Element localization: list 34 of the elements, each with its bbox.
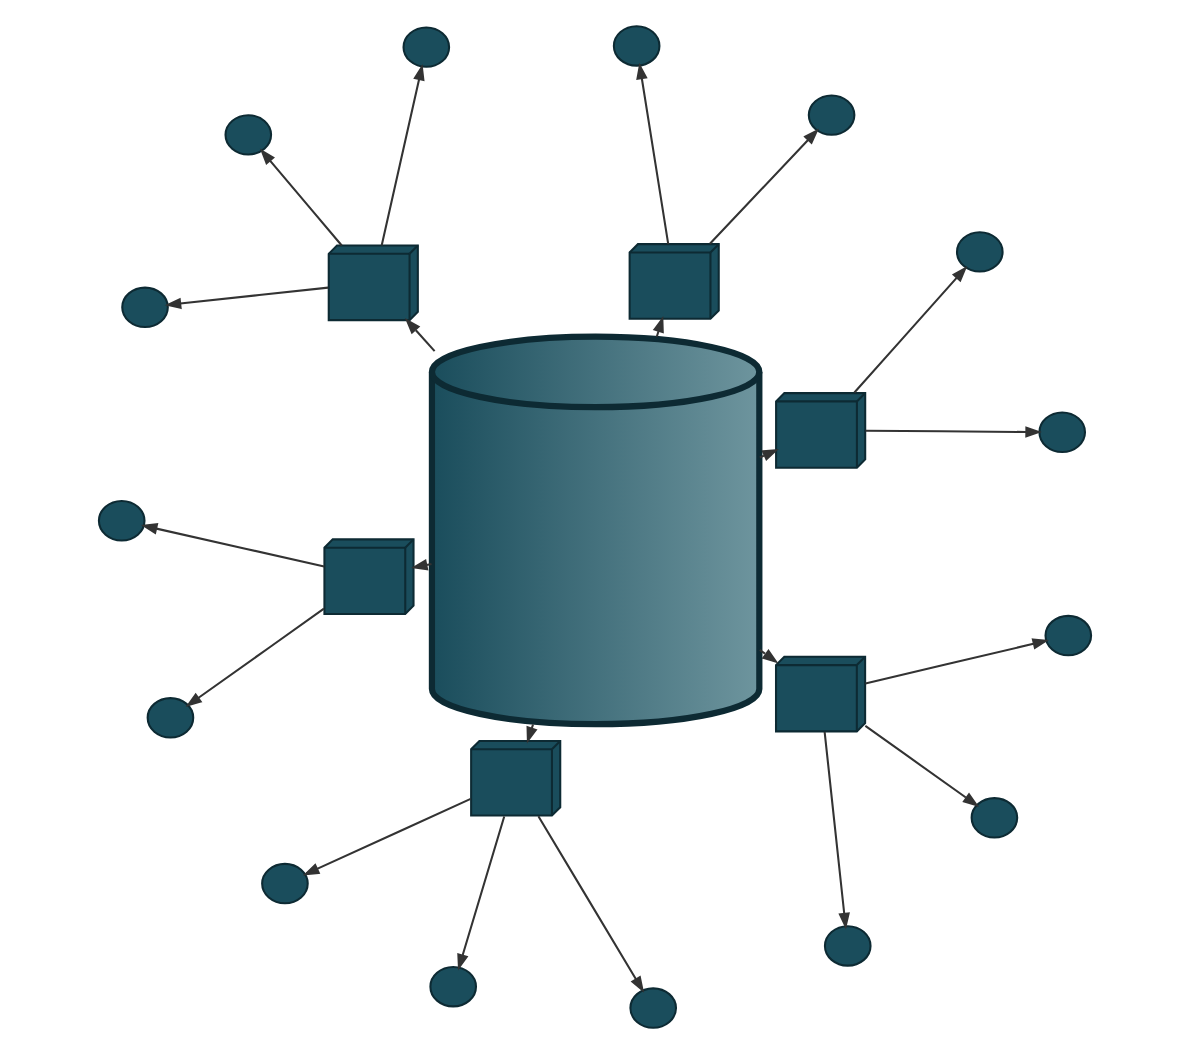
node-circle — [224, 113, 273, 155]
arrow — [853, 264, 968, 393]
arrow — [759, 648, 779, 663]
arrow — [302, 796, 472, 875]
node-circle — [955, 230, 1004, 272]
arrow — [636, 61, 670, 244]
node-circle — [146, 696, 195, 738]
arrow — [865, 637, 1050, 684]
arrow — [404, 317, 436, 351]
arrow — [865, 425, 1042, 437]
arrow — [411, 558, 432, 570]
node-circle — [629, 986, 678, 1028]
node-circle — [261, 861, 309, 904]
arrow — [164, 285, 329, 309]
node-circle — [97, 499, 146, 541]
arrow — [864, 724, 980, 806]
arrow — [140, 522, 325, 567]
arrow — [537, 814, 645, 992]
arrow — [759, 448, 779, 461]
node-circle — [121, 285, 169, 327]
node-circle — [807, 93, 856, 135]
node-circle — [402, 25, 451, 67]
node-circle — [1044, 613, 1093, 656]
node-circle — [429, 964, 477, 1007]
arrow — [185, 606, 325, 707]
arrow — [259, 147, 343, 246]
node-circle — [823, 924, 872, 966]
arrow — [380, 62, 425, 245]
node-circle — [970, 796, 1019, 838]
node-circle — [612, 24, 661, 66]
arrow — [823, 730, 850, 929]
arrow — [457, 815, 506, 970]
arrow — [709, 127, 819, 244]
node-circle — [1038, 410, 1087, 452]
